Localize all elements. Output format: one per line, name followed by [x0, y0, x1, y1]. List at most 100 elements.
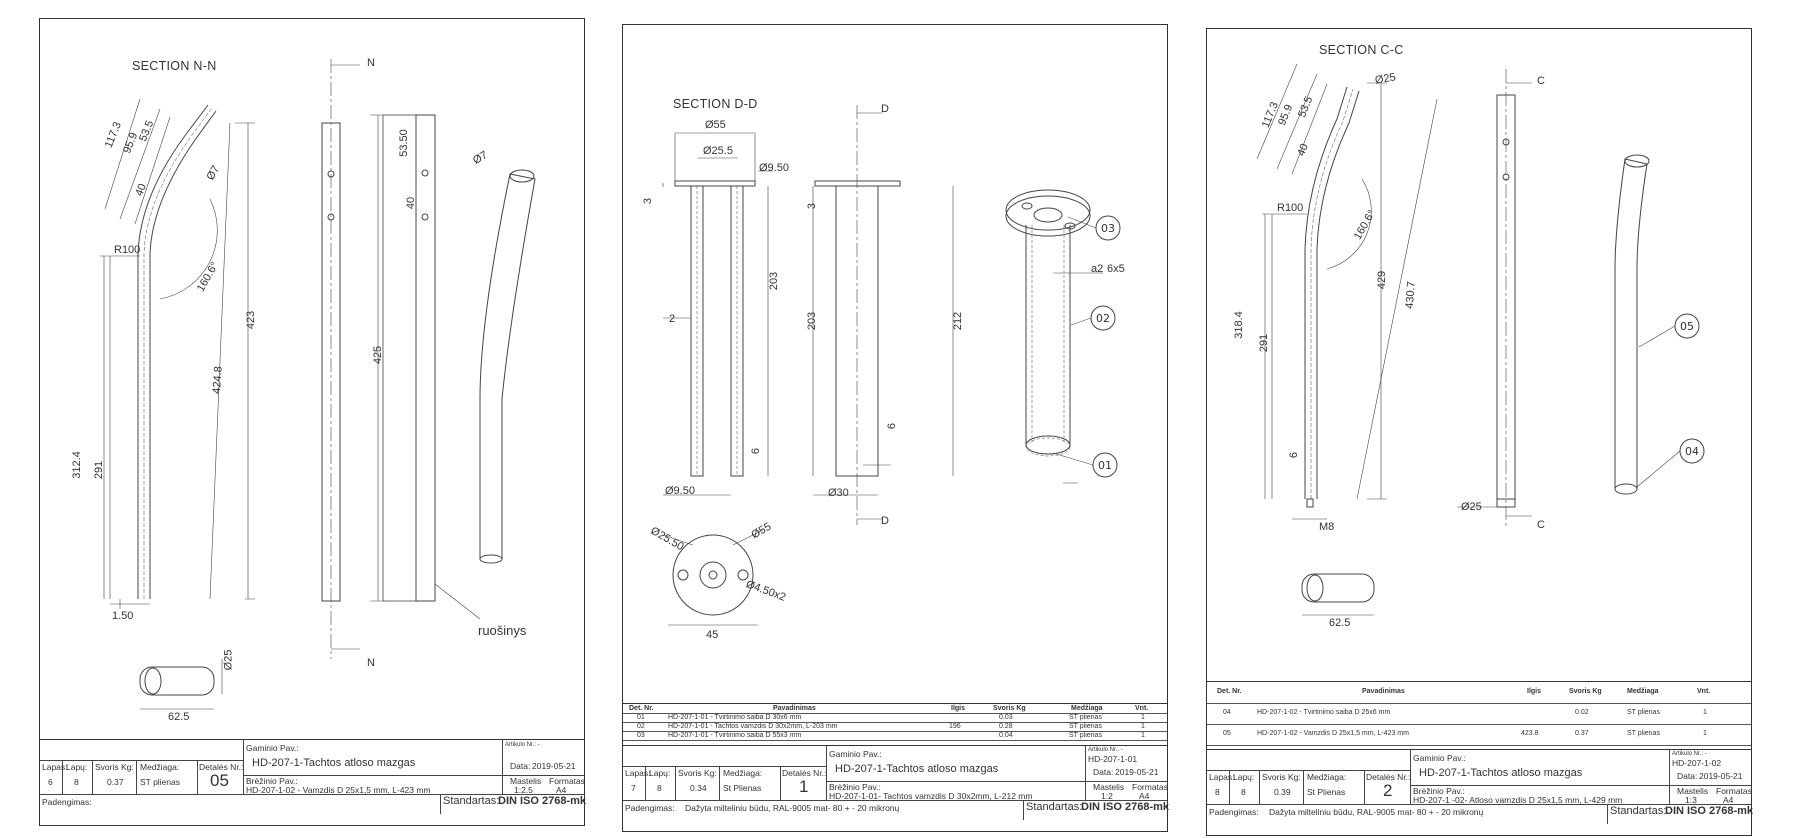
label-standartas: Standartas: [1610, 805, 1667, 817]
label-det: Detalės Nr.: [782, 768, 827, 778]
label-medz: Medžiaga: [723, 768, 763, 778]
dim-label: 425 [372, 345, 385, 365]
label-det: Detalės Nr.: [1366, 772, 1411, 782]
value-medz: St Plienas [723, 783, 762, 793]
value-lapas: 7 [631, 783, 636, 793]
balloon-label: 02 [1096, 312, 1110, 325]
value-data: 2019-05-21 [1115, 767, 1159, 777]
label-standartas: Standartas: [443, 795, 500, 807]
dim-label: 2 [669, 313, 676, 325]
balloon-label: 03 [1101, 222, 1115, 235]
title-block: Lapas: Lapų: Svoris Kg: Medžiaga: Detalė… [1207, 749, 1753, 835]
col-header: Pavadinimas [773, 705, 816, 712]
label-lapu: Lapų: [649, 768, 671, 778]
cell-length: 423.8 [1521, 730, 1539, 737]
col-header: Medžiaga [1627, 688, 1659, 695]
cell-nr: 04 [1223, 709, 1231, 716]
label-formatas: Formatas [1132, 782, 1168, 792]
cell-nr: 05 [1223, 730, 1231, 737]
dim-label: 312.4 [70, 451, 83, 479]
value-gaminio: HD-207-1-Tachtos atloso mazgas [252, 757, 416, 769]
label-brezinio: Brėžinio Pav.: [246, 776, 298, 786]
value-brezinio: HD-207-1 -02- Atloso vamzdis D 25x1,5 mm… [1413, 795, 1623, 805]
label-svoris: Svoris Kg: [95, 762, 134, 772]
label-padengimas: Padengimas: [42, 797, 92, 807]
dim-label: R100 [1277, 202, 1304, 214]
section-title: SECTION D-D [673, 97, 758, 111]
label-lapas: Lapas: [625, 768, 651, 778]
dim-label: 318.4 [1232, 311, 1245, 339]
dim-label: 212 [952, 311, 965, 331]
label-lapu: Lapų: [1233, 772, 1255, 782]
label-det: Detalės Nr.: [199, 762, 244, 772]
value-standartas: DIN ISO 2768-mk [1081, 801, 1170, 813]
value-lapas: 8 [1215, 787, 1220, 797]
table-row: 04 HD-207-1-02 - Tvirtinimo saiba D 25x6… [1207, 703, 1751, 725]
cut-letter: D [881, 103, 889, 115]
dim-label: 6 [750, 447, 763, 455]
label-formatas: Formatas [549, 776, 585, 786]
value-padengimas: Dažyta milteliniu būdu, RAL-9005 mat- 80… [1269, 807, 1484, 817]
value-det: 05 [210, 771, 229, 790]
cell-weight: 0.04 [999, 732, 1013, 739]
cell-nr: 03 [637, 732, 645, 739]
label-padengimas: Padengimas: [1209, 807, 1259, 817]
dim-label: 3 [642, 197, 655, 205]
col-header: Medžiaga [1071, 705, 1103, 712]
value-det: 1 [799, 777, 809, 796]
cell-material: ST plienas [1069, 732, 1102, 739]
dim-label: 45 [706, 629, 719, 641]
cut-letter: C [1537, 75, 1545, 87]
cell-weight: 0.02 [1575, 709, 1589, 716]
dim-label: Ø25 [1461, 501, 1482, 513]
cell-material: ST plienas [1069, 714, 1102, 721]
col-header: Det. Nr. [629, 705, 654, 712]
label-data: Data: [1093, 767, 1114, 777]
col-header: Det. Nr. [1217, 688, 1242, 695]
table-row: 03 HD-207-1-01 - Tvirtinimo saiba D 55x3… [623, 731, 1167, 741]
col-header: Ilgis [951, 705, 966, 712]
value-formatas: A4 [1139, 791, 1150, 801]
label-artikulo: Artikulo Nr.: - [1088, 747, 1123, 753]
label-brezinio: Brėžinio Pav.: [1413, 786, 1465, 796]
value-artikulo: HD-207-1-01 [1088, 754, 1138, 764]
label-artikulo: Artikulo Nr.: - [505, 742, 540, 748]
label-gaminio: Gaminio Pav.: [829, 749, 882, 759]
dim-label: 1.50 [112, 610, 134, 622]
value-gaminio: HD-207-1-Tachtos atloso mazgas [835, 763, 999, 775]
dim-label: 62.5 [1329, 617, 1351, 629]
cell-qty: 1 [1141, 732, 1145, 739]
dim-label: 53.50 [397, 129, 410, 157]
label-padengimas: Padengimas: [625, 803, 675, 813]
dim-label: 6 [886, 422, 899, 430]
value-lapu: 8 [1241, 787, 1246, 797]
cut-letter: N [367, 657, 375, 669]
label-data: Data: [1677, 771, 1698, 781]
value-svoris: 0.39 [1274, 787, 1291, 797]
cell-name: HD-207-1-02 - Tvirtinimo saiba D 25x6 mm [1257, 709, 1391, 716]
col-header: Vnt. [1135, 705, 1149, 712]
dim-label: 6x5 [1107, 263, 1125, 275]
value-formatas: A4 [1723, 795, 1734, 805]
cell-name: HD-207-1-01 - Tachtos vamzdis D 30x2mm, … [668, 723, 838, 730]
label-mastelis: Mastelis [1677, 786, 1709, 796]
cell-nr: 01 [637, 714, 645, 721]
drawing-sheet-2: SECTION D-D [622, 24, 1170, 832]
dim-label: 40 [405, 196, 418, 210]
cell-qty: 1 [1703, 709, 1707, 716]
cell-material: ST plienas [1627, 730, 1660, 737]
label-medz: Medžiaga: [1307, 772, 1347, 782]
dim-label: 3 [806, 202, 819, 210]
cell-length: 196 [949, 723, 961, 730]
label-formatas: Formatas [1716, 786, 1752, 796]
dim-label: 291 [1258, 333, 1271, 353]
dim-label: 291 [93, 460, 106, 480]
label-svoris: Svoris Kg: [1262, 772, 1301, 782]
cell-name: HD-207-1-01 - Tvirtinimo saiba D 55x3 mm [668, 732, 802, 739]
dim-label: Ø25 [222, 649, 235, 671]
value-gaminio: HD-207-1-Tachtos atloso mazgas [1419, 767, 1583, 779]
dim-label: M8 [1319, 521, 1335, 533]
label-medz: Medžiaga: [140, 762, 180, 772]
label-lapas: Lapas: [42, 762, 68, 772]
cell-qty: 1 [1141, 723, 1145, 730]
